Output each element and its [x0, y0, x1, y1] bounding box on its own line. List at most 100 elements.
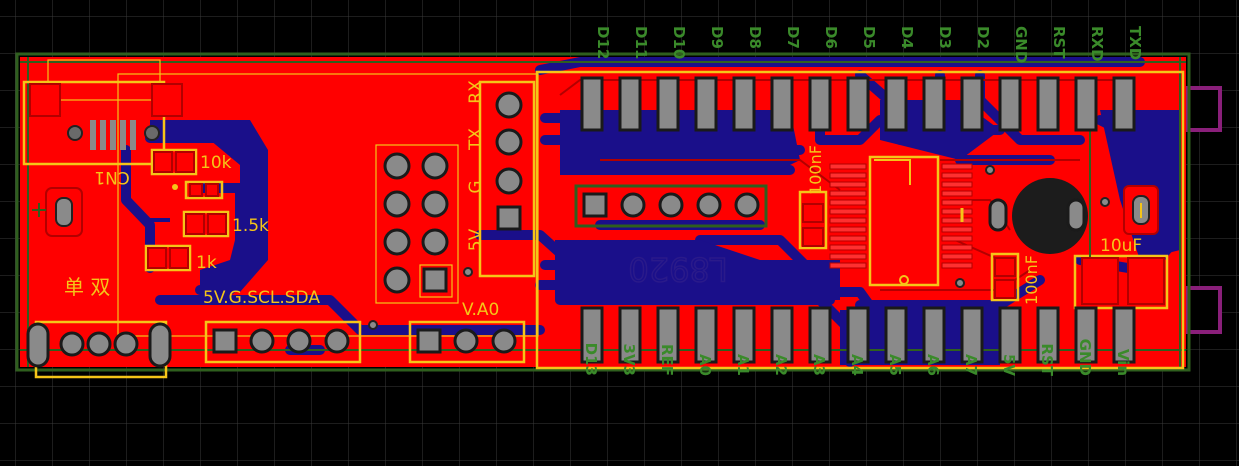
top-pin-label: D3 — [936, 26, 954, 49]
chip-left-leads — [829, 163, 867, 269]
bottom-pin-pad — [618, 306, 642, 364]
bottom-pin-label: REF — [658, 344, 676, 376]
analog-label: V.A0 — [462, 300, 499, 320]
five-pin-pad — [658, 192, 684, 218]
usb-pin-5 — [130, 120, 136, 150]
pin-array-2x4 — [383, 152, 449, 294]
cap-10uf-label: 10uF — [1100, 236, 1142, 256]
top-pin-pad — [694, 76, 718, 132]
usb-pin-4 — [120, 120, 126, 150]
bottom-pin-pad — [770, 306, 794, 364]
pin-array-outline — [375, 144, 459, 304]
top-pin-label: D8 — [746, 26, 764, 49]
i2c-square-pad — [212, 328, 238, 354]
vias — [368, 165, 1110, 330]
bottom-pin-pad — [846, 306, 870, 364]
top-pin-pad — [1112, 76, 1136, 132]
serial-header-outline — [478, 80, 536, 278]
top-pin-label: D4 — [898, 26, 916, 49]
five-pin-header — [582, 192, 760, 218]
bottom-pin-label: A0 — [696, 354, 714, 376]
bottom-pin-label: GND — [1076, 339, 1094, 376]
five-pin-pad — [620, 192, 646, 218]
five-pin-pad — [734, 192, 760, 218]
r10k-label: 10k — [200, 153, 232, 173]
cap-100nf-b-outline — [990, 252, 1020, 302]
bottom-pin-pad — [808, 306, 832, 364]
bottom-pin-pad — [1074, 306, 1098, 364]
r1k-pad-2 — [169, 247, 189, 269]
via — [368, 320, 378, 330]
r1-5k-outline — [182, 210, 230, 238]
switch-pin — [86, 331, 112, 357]
top-pin-label: D2 — [974, 26, 992, 49]
top-pin-label: D6 — [822, 26, 840, 49]
c100nf-b-pad-2 — [994, 279, 1016, 299]
serial-rx-label: RX — [466, 80, 486, 104]
r1k-label: 1k — [196, 253, 217, 273]
bottom-pin-pad — [656, 306, 680, 364]
top-pin-label: TXD — [1126, 26, 1144, 60]
chip-label: L8920 — [628, 250, 727, 288]
cap-100nf-b-label: 100nF — [1022, 255, 1041, 305]
usb-pin-2 — [100, 120, 106, 150]
serial-g-label: G — [466, 180, 486, 193]
top-pin-pad — [808, 76, 832, 132]
top-pin-pad — [960, 76, 984, 132]
bottom-pin-pad — [732, 306, 756, 364]
pin-array-pad — [383, 228, 411, 256]
switch-pin — [113, 331, 139, 357]
crystal-pad-left — [988, 198, 1008, 232]
chip-right-leads — [941, 163, 973, 269]
bottom-pin-pad — [580, 306, 604, 364]
pin-array-square-pad — [422, 267, 448, 293]
serial-header — [495, 91, 523, 231]
top-pin-pad — [998, 76, 1022, 132]
bottom-pin-pad — [922, 306, 946, 364]
via — [985, 165, 995, 175]
module-outline — [535, 70, 1185, 370]
bottom-pin-pad — [1112, 306, 1136, 364]
c10uf-pad-2 — [1127, 257, 1165, 305]
bottom-pin-pad — [960, 306, 984, 364]
smd-pads — [147, 151, 1165, 305]
pin-array-key — [419, 264, 453, 298]
analog-pad — [453, 328, 479, 354]
r1-5k-pad-1 — [185, 213, 205, 235]
cap-100nf-a-label: 100nF — [806, 145, 825, 195]
bottom-pin-pad — [1036, 306, 1060, 364]
bottom-pin-label: RST — [1038, 343, 1056, 376]
usb-connector-outline — [22, 80, 166, 166]
chip-pin1-dot — [899, 275, 909, 285]
pin-array-pad — [421, 228, 449, 256]
top-pin-label: D7 — [784, 26, 802, 49]
bottom-pin-label: A4 — [848, 354, 866, 376]
top-pin-row — [580, 76, 1136, 132]
usb-connector — [29, 83, 183, 150]
led-outline — [184, 180, 224, 200]
c100nf-b-pad-1 — [994, 257, 1016, 277]
top-pin-pad — [770, 76, 794, 132]
c100nf-a-pad-1 — [802, 203, 824, 223]
top-pin-label: D5 — [860, 26, 878, 49]
top-pin-label: D11 — [632, 26, 650, 59]
top-pin-pad — [656, 76, 680, 132]
usb-mount-pad-right — [151, 83, 183, 117]
r10k-pad-2 — [175, 151, 195, 173]
bottom-pin-label: A2 — [772, 354, 790, 376]
bottom-pin-label: Vin — [1114, 349, 1132, 376]
bottom-pin-label: A3 — [810, 354, 828, 376]
qfp-chip — [829, 159, 973, 285]
top-pin-pad — [732, 76, 756, 132]
serial-pad — [495, 167, 523, 195]
bottom-pin-label: A6 — [924, 354, 942, 376]
led-pad-1 — [189, 183, 203, 197]
buzzer-body — [1012, 178, 1088, 254]
top-pin-pad — [1036, 76, 1060, 132]
bottom-pin-pad — [884, 306, 908, 364]
switch-label: 单 双 — [64, 275, 110, 299]
bottom-pin-label: A1 — [734, 354, 752, 376]
led-pad-2 — [205, 183, 219, 197]
